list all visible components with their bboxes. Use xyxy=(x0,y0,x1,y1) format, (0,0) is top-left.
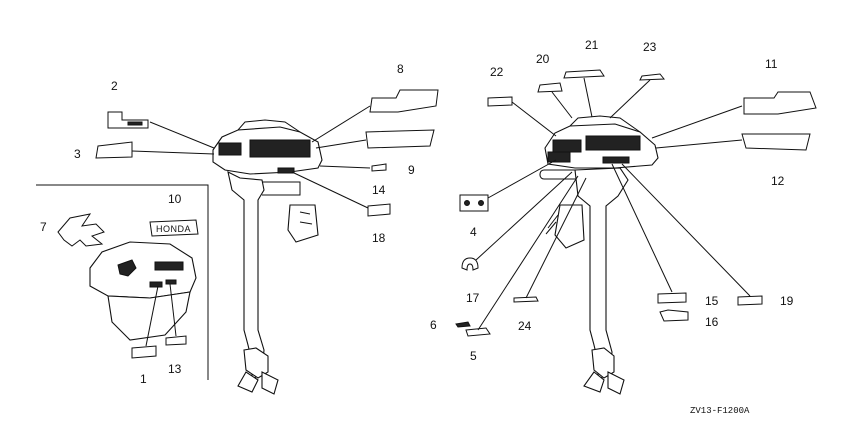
callout-7: 7 xyxy=(40,220,47,234)
part-9-side-decal[interactable] xyxy=(365,129,435,149)
callout-1: 1 xyxy=(140,372,147,386)
part-2-mark[interactable] xyxy=(107,111,149,129)
callout-21: 21 xyxy=(585,38,599,52)
callout-18: 18 xyxy=(372,231,386,245)
part-11-cover-decal[interactable] xyxy=(743,91,817,115)
inset-motor xyxy=(89,241,197,341)
callout-10: 10 xyxy=(168,192,182,206)
part-8-cover-decal[interactable] xyxy=(369,89,439,113)
diagram-code: ZV13-F1200A xyxy=(690,406,750,416)
inset-frame xyxy=(36,184,209,380)
part-21-plate[interactable] xyxy=(563,69,605,79)
callout-23: 23 xyxy=(643,40,657,54)
part-24-plate[interactable] xyxy=(513,296,539,303)
left-outboard-motor xyxy=(212,119,323,395)
part-1-label[interactable] xyxy=(131,345,157,359)
callout-14: 14 xyxy=(372,183,386,197)
part-10-brand-decal[interactable]: HONDA xyxy=(149,219,199,237)
part-15-label[interactable] xyxy=(657,292,687,304)
callout-19: 19 xyxy=(780,294,794,308)
callout-16: 16 xyxy=(705,315,719,329)
callout-3: 3 xyxy=(74,147,81,161)
callout-24: 24 xyxy=(518,319,532,333)
part-12-side-decal[interactable] xyxy=(741,133,811,151)
callout-12: 12 xyxy=(771,174,785,188)
part-6-tab[interactable] xyxy=(455,321,471,328)
part-16-label[interactable] xyxy=(659,309,689,322)
part-19-label[interactable] xyxy=(737,295,763,306)
part-13-label[interactable] xyxy=(165,335,187,346)
callout-2: 2 xyxy=(111,79,118,93)
callout-4: 4 xyxy=(470,225,477,239)
part-20-plate[interactable] xyxy=(537,82,563,93)
callout-8: 8 xyxy=(397,62,404,76)
callout-13: 13 xyxy=(168,362,182,376)
part-22-label[interactable] xyxy=(487,96,513,107)
part-4-bracket[interactable] xyxy=(459,194,489,212)
right-outboard-motor xyxy=(539,115,659,395)
callout-6: 6 xyxy=(430,318,437,332)
part-3-stripe[interactable] xyxy=(95,141,133,159)
callout-5: 5 xyxy=(470,349,477,363)
callout-20: 20 xyxy=(536,52,550,66)
callout-22: 22 xyxy=(490,65,504,79)
part-18-label[interactable] xyxy=(367,203,391,217)
part-17-clip[interactable] xyxy=(461,257,479,271)
leader-lines xyxy=(131,77,751,347)
callout-9: 9 xyxy=(408,163,415,177)
part-14-strip[interactable] xyxy=(371,163,387,172)
callout-15: 15 xyxy=(705,294,719,308)
callout-numbers: 2 3 8 9 14 18 10 7 1 13 22 20 21 23 11 1… xyxy=(40,38,794,386)
part-7-emblem[interactable] xyxy=(57,213,105,247)
callout-11: 11 xyxy=(765,57,778,71)
brand-decal-text: HONDA xyxy=(156,224,191,234)
part-23-plate[interactable] xyxy=(639,73,666,81)
callout-17: 17 xyxy=(466,291,480,305)
